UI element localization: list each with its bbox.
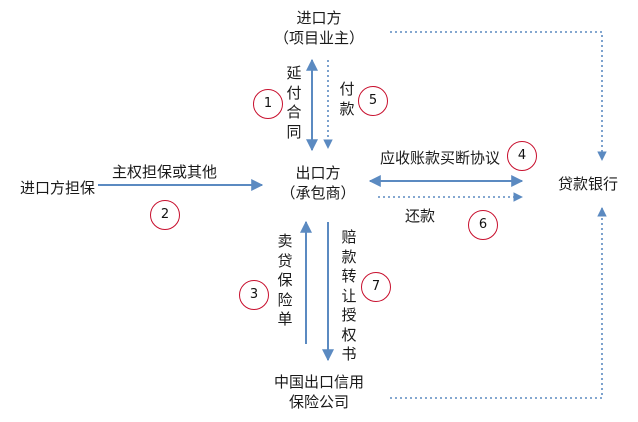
node-insurer-name-2: 保险公司 — [288, 393, 349, 411]
step-badge-2: 2 — [150, 200, 180, 230]
edge-label-repayment: 还款 — [405, 207, 436, 225]
node-exporter-name: 出口方 — [295, 164, 341, 182]
edge-label-contract: 延付合同 — [286, 64, 302, 141]
edge-label-payment: 付款 — [339, 80, 355, 118]
edge-label-claim-transfer: 赔款转让授权书 — [341, 228, 357, 363]
step-badge-3: 3 — [239, 280, 269, 310]
step-badge-1: 1 — [253, 89, 283, 119]
step-badge-7: 7 — [361, 272, 391, 302]
edge-label-policy: 卖贷保险单 — [277, 232, 293, 328]
node-exporter: 出口方 （承包商） — [268, 163, 368, 203]
node-importer-name: 进口方 — [296, 9, 342, 27]
arrow-importer-bank — [390, 31, 607, 161]
edge-label-receivables: 应收账款买断协议 — [380, 149, 501, 167]
node-exporter-role: （承包商） — [280, 184, 356, 202]
edge-label-guarantee: 主权担保或其他 — [112, 163, 218, 181]
node-guarantor: 进口方担保 — [20, 179, 96, 197]
node-bank: 贷款银行 — [558, 175, 619, 193]
step-badge-5: 5 — [358, 86, 388, 116]
step-badge-4: 4 — [507, 141, 537, 171]
node-importer: 进口方 （项目业主） — [264, 8, 374, 48]
node-insurer-name: 中国出口信用 — [273, 373, 364, 391]
node-insurer: 中国出口信用 保险公司 — [264, 372, 374, 412]
arrow-insurer-bank — [390, 207, 607, 399]
step-badge-6: 6 — [468, 210, 498, 240]
node-importer-role: （项目业主） — [273, 29, 364, 47]
